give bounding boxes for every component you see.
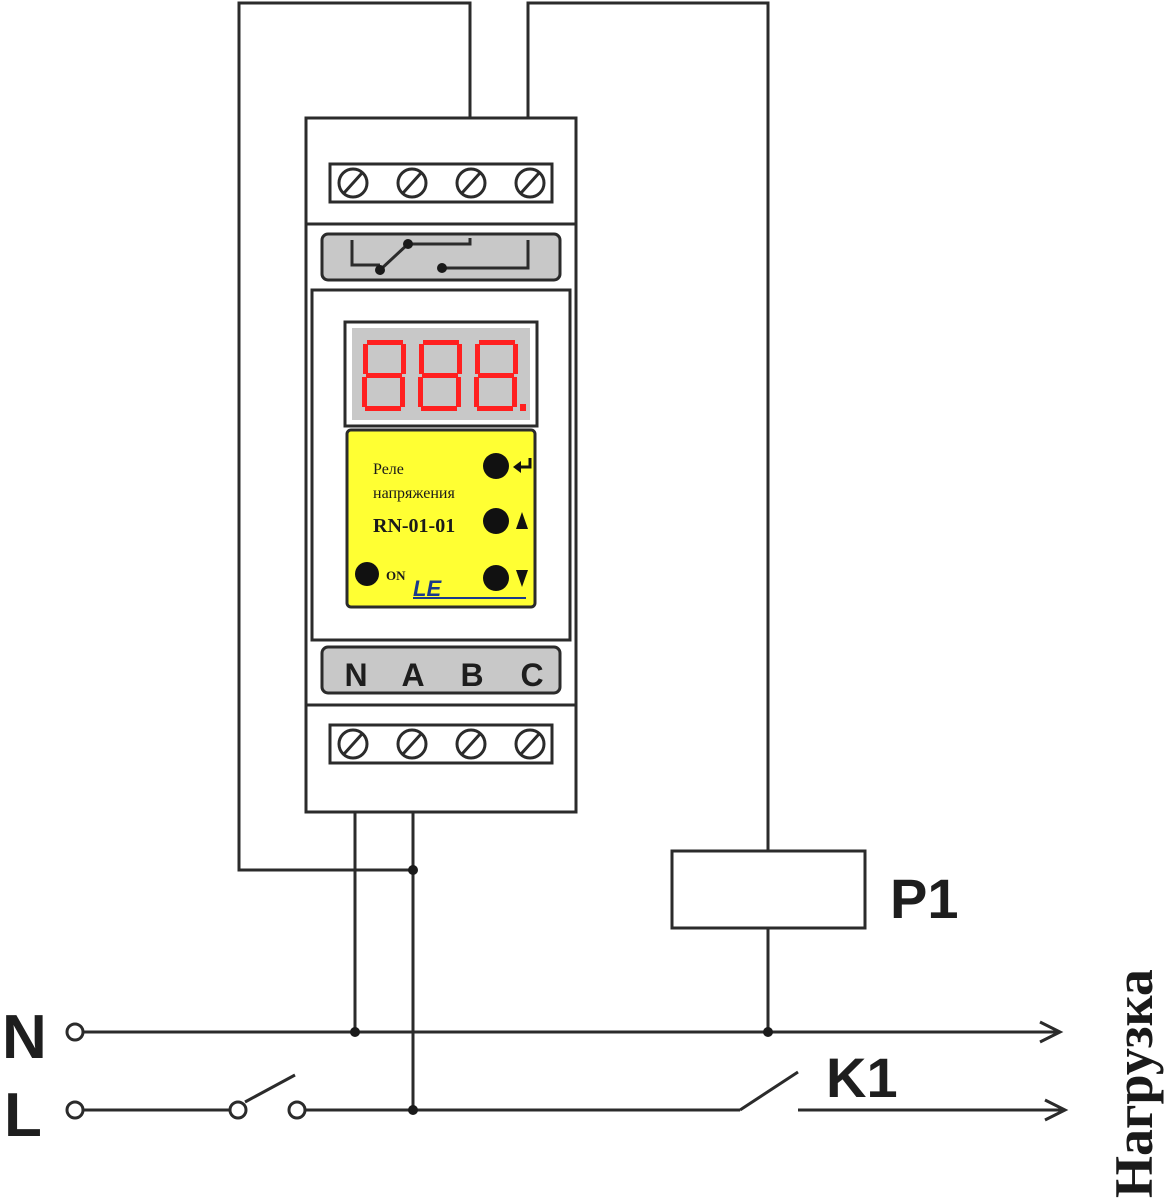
load-label: Нагрузка <box>1104 969 1164 1198</box>
bottom-screws <box>337 728 546 760</box>
down-button[interactable] <box>483 565 509 591</box>
junction-dot <box>350 1027 360 1037</box>
device-model: RN-01-01 <box>373 515 455 537</box>
main-switch-blade <box>244 1073 296 1104</box>
wire-right-loop <box>526 1 770 851</box>
brand-logo: LE <box>413 576 442 601</box>
junction-dot <box>408 1105 418 1115</box>
switch-contact-left-icon <box>228 1100 248 1120</box>
junction-dot <box>408 865 418 875</box>
device-name-line2: напряжения <box>373 485 455 502</box>
neutral-arrow-icon <box>1039 1020 1064 1044</box>
terminal-label-b: B <box>460 657 483 693</box>
terminal-label-plate <box>320 645 562 695</box>
wiring <box>65 1 1069 1122</box>
up-arrow-icon <box>516 512 528 529</box>
terminal-label-c: C <box>520 657 543 693</box>
contactor-label: K1 <box>826 1046 898 1109</box>
seven-segment-display <box>362 340 526 411</box>
on-label: ON <box>386 568 406 583</box>
top-screws <box>337 167 546 199</box>
neutral-label: N <box>2 1003 47 1072</box>
terminal-label-n: N <box>344 657 367 693</box>
down-arrow-icon <box>516 570 528 587</box>
terminal-label-a: A <box>401 657 424 693</box>
live-arrow-icon <box>1044 1098 1069 1122</box>
switch-contact-right-icon <box>287 1100 307 1120</box>
voltage-relay-device: Реле напряжения RN-01-01 ON LE N A B C <box>304 116 578 814</box>
up-button[interactable] <box>483 508 509 534</box>
enter-button[interactable] <box>483 453 509 479</box>
relay-label: P1 <box>890 867 959 930</box>
enter-arrow-icon <box>513 458 532 473</box>
changeover-contact-icon <box>350 238 530 275</box>
live-terminal-icon <box>65 1100 85 1120</box>
neutral-terminal-icon <box>65 1022 85 1042</box>
relay-coil-p1 <box>670 849 867 930</box>
relay-symbol-plate <box>320 232 562 282</box>
device-name-line1: Реле <box>373 461 404 478</box>
wire-left-loop <box>237 1 472 872</box>
junction-dot <box>763 1027 773 1037</box>
k1-contact-blade <box>739 1070 799 1112</box>
live-label: L <box>4 1081 42 1150</box>
power-indicator <box>355 562 379 586</box>
